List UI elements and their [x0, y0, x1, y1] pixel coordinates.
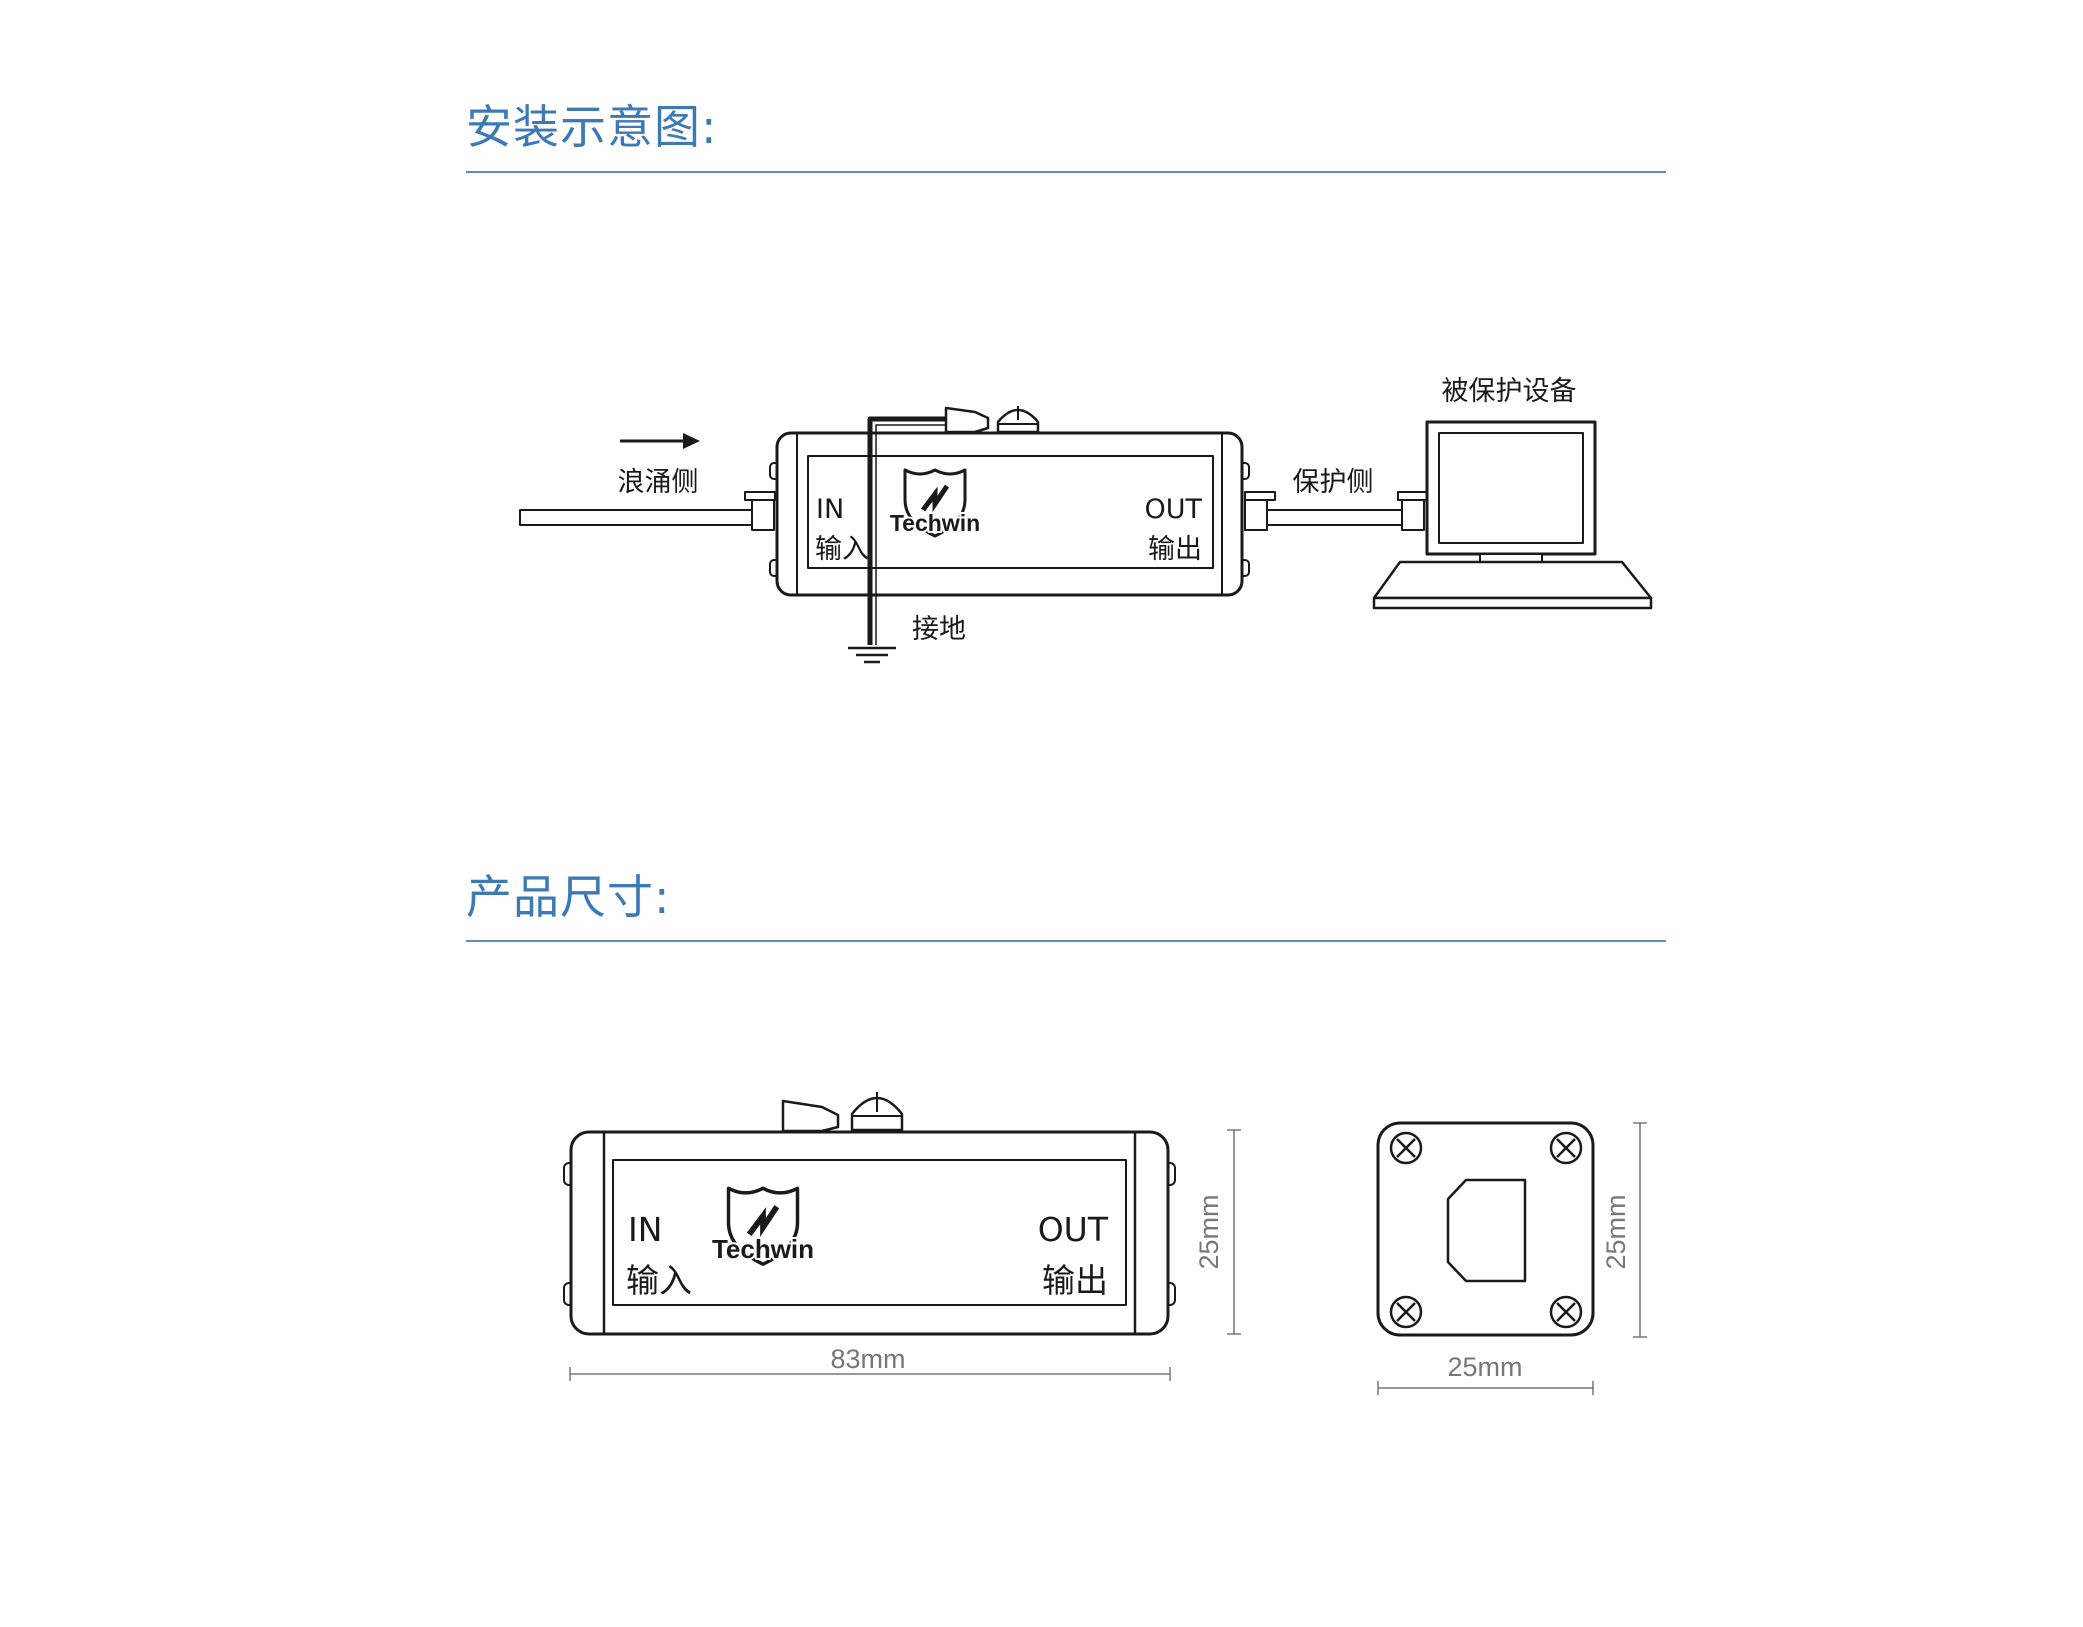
dimension-output-label-cn: 输出: [1042, 1261, 1108, 1300]
screw-cross-icon: [1549, 1295, 1583, 1329]
length-dimension-label: 83mm: [830, 1344, 905, 1374]
install-section-title: 安装示意图:: [466, 100, 718, 154]
input-label-en: IN: [816, 494, 844, 525]
height-dimension-line: [1227, 1129, 1241, 1335]
grounding-label: 接地: [912, 614, 966, 645]
height-dimension-label: 25mm: [1194, 1194, 1224, 1269]
install-section-divider: [466, 171, 1666, 173]
surge-side-label: 浪涌侧: [618, 467, 699, 498]
dimension-section-divider: [466, 940, 1666, 942]
dimension-device-body: [563, 1130, 1176, 1336]
ground-symbol-icon: [848, 646, 896, 664]
dimension-diagram: IN 输入 OUT 输出 Techwin 83mm 25mm: [563, 1092, 1647, 1395]
output-label-en: OUT: [1144, 494, 1202, 525]
dimension-ground-knob: [850, 1092, 904, 1132]
screw-cross-icon: [1389, 1131, 1423, 1165]
computer-monitor-icon: [1372, 420, 1653, 610]
brand-logo-text: Techwin: [890, 510, 980, 536]
flow-arrow-icon: [620, 433, 700, 449]
ground-lug: [944, 406, 990, 434]
dimension-input-label-cn: 输入: [626, 1261, 692, 1300]
ground-terminal-knob: [996, 406, 1040, 434]
dimension-ground-lug: [781, 1099, 840, 1133]
output-cable: [1244, 491, 1429, 531]
screw-cross-icon: [1549, 1131, 1583, 1165]
end-width-dimension-label: 25mm: [1447, 1352, 1522, 1382]
ground-wire: [867, 416, 946, 645]
dimension-brand-logo-text: Techwin: [712, 1234, 814, 1264]
input-cable: [519, 491, 776, 531]
protected-side-label: 保护侧: [1293, 467, 1374, 498]
screw-cross-icon: [1389, 1295, 1423, 1329]
input-label-cn: 输入: [815, 534, 869, 565]
dimension-input-label-en: IN: [628, 1210, 662, 1249]
output-label-cn: 输出: [1148, 534, 1202, 565]
end-height-dimension-line: [1633, 1122, 1647, 1338]
installation-diagram: 浪涌侧 接地: [519, 376, 1653, 664]
end-width-dimension-line: [1377, 1381, 1594, 1395]
dimension-section-title: 产品尺寸:: [466, 870, 671, 924]
end-height-dimension-label: 25mm: [1601, 1194, 1631, 1269]
end-view: [1376, 1121, 1595, 1337]
dimension-output-label-en: OUT: [1038, 1210, 1109, 1249]
protected-device-label: 被保护设备: [1442, 376, 1577, 407]
length-dimension-line: [569, 1367, 1171, 1381]
